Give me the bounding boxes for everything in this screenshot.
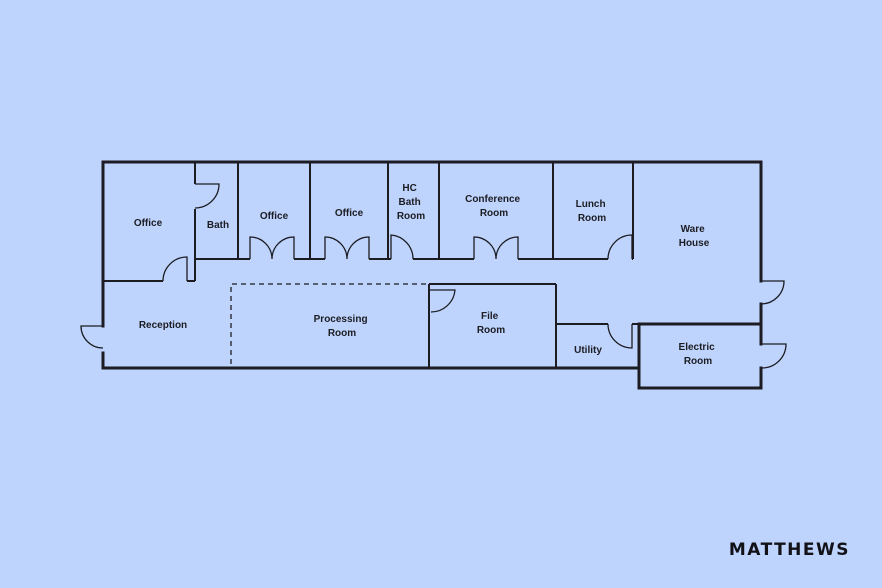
interior-walls: [103, 162, 639, 368]
exterior-wall-south: [101, 351, 763, 390]
exterior-walls: [101, 160, 763, 390]
room-label-reception: Reception: [139, 320, 187, 331]
doors: [80, 183, 787, 369]
room-label-file-room: File Room: [477, 311, 505, 336]
room-label-office-2: Office: [260, 211, 289, 222]
double-door-office-2: [249, 236, 295, 260]
brand-logo: MATTHEWS: [728, 540, 850, 560]
door-lunch: [607, 234, 633, 260]
door-office: [162, 256, 188, 282]
door-reception-entry: [80, 325, 104, 349]
room-label-office-3: Office: [335, 208, 364, 219]
double-door-conference: [473, 236, 519, 260]
door-bath: [194, 183, 220, 209]
room-label-conference-room: Conference Room: [465, 194, 523, 219]
room-label-processing-room: Processing Room: [314, 314, 371, 339]
door-hc-bath: [390, 234, 414, 260]
door-electric-exterior: [761, 343, 787, 369]
door-warehouse-exterior: [760, 280, 785, 305]
room-label-hc-bath-room: HC Bath Room: [397, 183, 425, 222]
exterior-wall-main: [101, 160, 763, 283]
double-door-office-3: [324, 236, 370, 260]
room-label-lunch-room: Lunch Room: [576, 199, 609, 224]
room-label-utility: Utility: [574, 345, 602, 356]
room-label-electric-room: Electric Room: [679, 342, 718, 367]
room-label-office-1: Office: [134, 218, 163, 229]
processing-room-dashed-boundary: [230, 283, 429, 364]
room-label-warehouse: Ware House: [679, 224, 710, 249]
room-labels: Office Bath Office Office HC Bath Room C…: [134, 183, 718, 367]
door-file-room: [429, 289, 456, 313]
door-utility: [607, 323, 633, 349]
room-label-bath: Bath: [207, 220, 229, 231]
